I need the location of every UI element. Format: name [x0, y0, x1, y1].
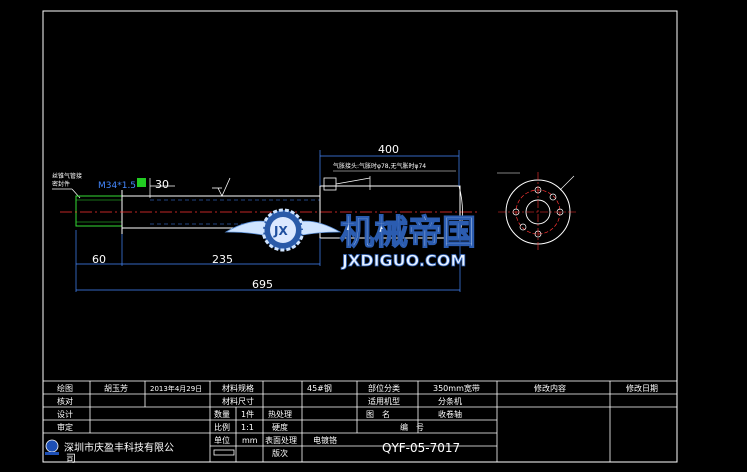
air-inlet-leader	[335, 177, 371, 185]
company-name-line2: 司	[66, 454, 76, 465]
tb-check-label: 核对	[57, 396, 73, 406]
tb-version-label: 版次	[272, 448, 288, 458]
tb-unit-value: mm	[242, 436, 258, 445]
end-view-hole-6	[519, 223, 527, 231]
air-inlet	[323, 177, 337, 191]
watermark-logo: JX	[224, 208, 342, 252]
tb-drawing-number: QYF-05-7017	[382, 441, 460, 455]
tb-qty-value: 1件	[241, 409, 254, 419]
tb-name-value: 收卷轴	[438, 409, 462, 419]
tb-drawn-name: 胡玉芳	[104, 383, 128, 393]
left-note-line1: 丝锥气管接	[52, 172, 82, 180]
tb-model-value: 分条机	[438, 396, 462, 406]
title-block	[42, 380, 678, 463]
logo-letters: JX	[273, 224, 288, 238]
tb-design-label: 设计	[57, 409, 73, 419]
tb-name-label: 图 名	[366, 409, 390, 419]
air-expansion-note: 气胀接头:气胀时φ78,无气胀时φ74	[333, 162, 426, 170]
tb-revision-content: 修改内容	[534, 383, 566, 393]
tb-date: 2013年4月29日	[150, 384, 202, 393]
company-logo-icon	[45, 439, 59, 453]
tb-material-label: 材料规格	[222, 383, 254, 393]
tb-part-class-label: 部位分类	[368, 383, 400, 393]
tb-part-class-value: 350mm宽带	[433, 383, 480, 393]
end-view-hole-5	[549, 193, 557, 201]
company-logo-base	[45, 452, 59, 455]
tb-scale-label: 比例	[214, 422, 230, 432]
tb-revision-date: 修改日期	[626, 383, 658, 393]
tolerance-box	[137, 178, 146, 187]
tb-scale-value: 1:1	[241, 423, 254, 432]
tb-model-label: 适用机型	[368, 396, 400, 406]
tb-number-label: 编 号	[400, 422, 424, 432]
tb-surface-label: 表面处理	[265, 435, 297, 445]
threaded-end	[75, 195, 123, 227]
tb-tool-icon	[213, 449, 235, 456]
dim-695: 695	[252, 278, 273, 291]
dim-235: 235	[212, 253, 233, 266]
left-note-line2: 密封件	[52, 180, 70, 188]
watermark-title: 机械帝国	[340, 213, 476, 253]
dim-60: 60	[92, 253, 106, 266]
dim-30: 30	[155, 178, 169, 191]
tb-surface-value: 电镀铬	[313, 435, 337, 445]
tb-qty-label: 数量	[214, 409, 230, 419]
watermark-url: JXDIGUO.COM	[341, 251, 466, 270]
tb-size-label: 材料尺寸	[222, 396, 254, 406]
shaft-end-curve	[458, 185, 463, 239]
tb-hardness-label: 硬度	[272, 422, 288, 432]
shaft-body	[319, 185, 461, 239]
tb-unit-label: 单位	[214, 435, 230, 445]
dim-400: 400	[378, 143, 399, 156]
tb-drawn-label: 绘图	[57, 383, 73, 393]
tb-material-value: 45#钢	[307, 383, 332, 393]
thread-label: M34*1.5	[98, 181, 136, 191]
company-name-line1: 深圳市庆盈丰科技有限公	[64, 441, 174, 454]
tb-heat-label: 热处理	[268, 409, 292, 419]
tb-approve-label: 审定	[57, 422, 73, 432]
gear-inner	[270, 217, 296, 243]
end-view-leader2	[559, 175, 575, 191]
surface-finish-symbol	[217, 177, 231, 197]
